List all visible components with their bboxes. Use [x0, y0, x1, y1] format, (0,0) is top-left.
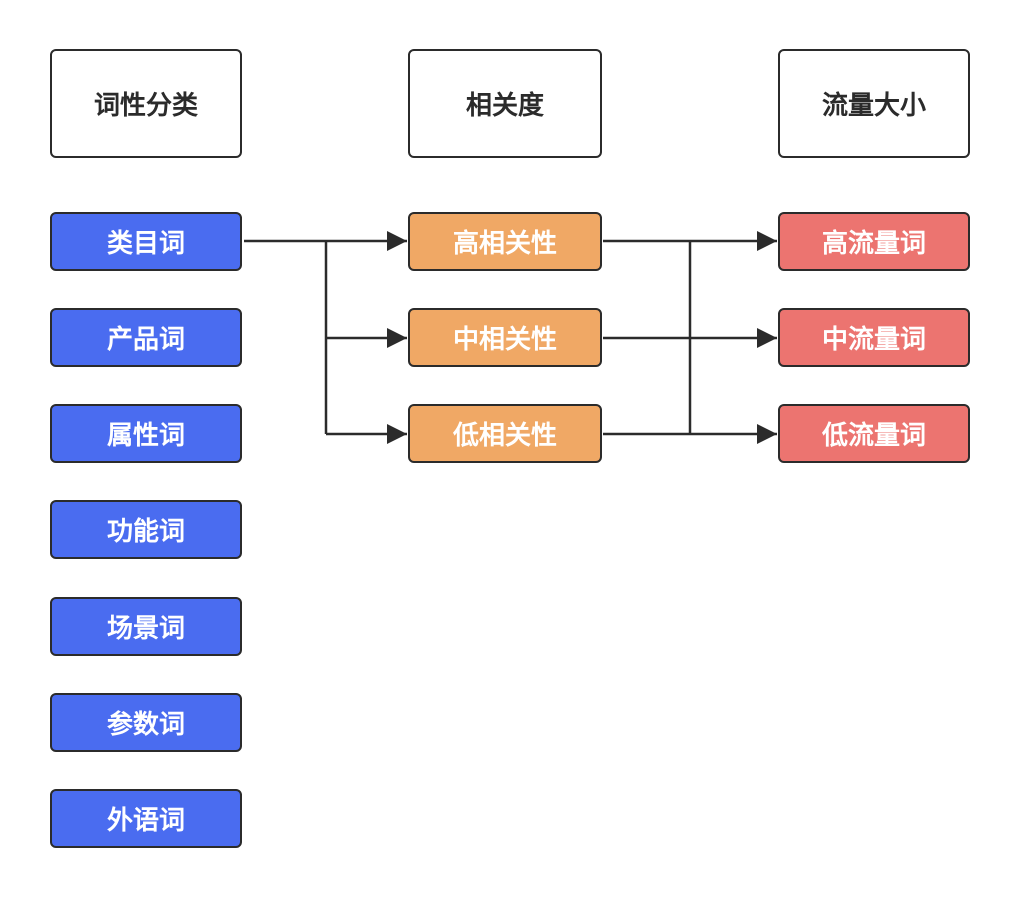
relevance-node-high: 高相关性: [408, 212, 602, 271]
category-node-5: 场景词: [50, 597, 242, 656]
header-category: 词性分类: [50, 49, 242, 158]
header-traffic: 流量大小: [778, 49, 970, 158]
category-node-4: 功能词: [50, 500, 242, 559]
category-node-7: 外语词: [50, 789, 242, 848]
header-relevance: 相关度: [408, 49, 602, 158]
traffic-node-high: 高流量词: [778, 212, 970, 271]
category-node-3: 属性词: [50, 404, 242, 463]
relevance-node-mid: 中相关性: [408, 308, 602, 367]
traffic-node-mid: 中流量词: [778, 308, 970, 367]
relevance-node-low: 低相关性: [408, 404, 602, 463]
traffic-node-low: 低流量词: [778, 404, 970, 463]
category-node-1: 类目词: [50, 212, 242, 271]
category-node-2: 产品词: [50, 308, 242, 367]
category-node-6: 参数词: [50, 693, 242, 752]
